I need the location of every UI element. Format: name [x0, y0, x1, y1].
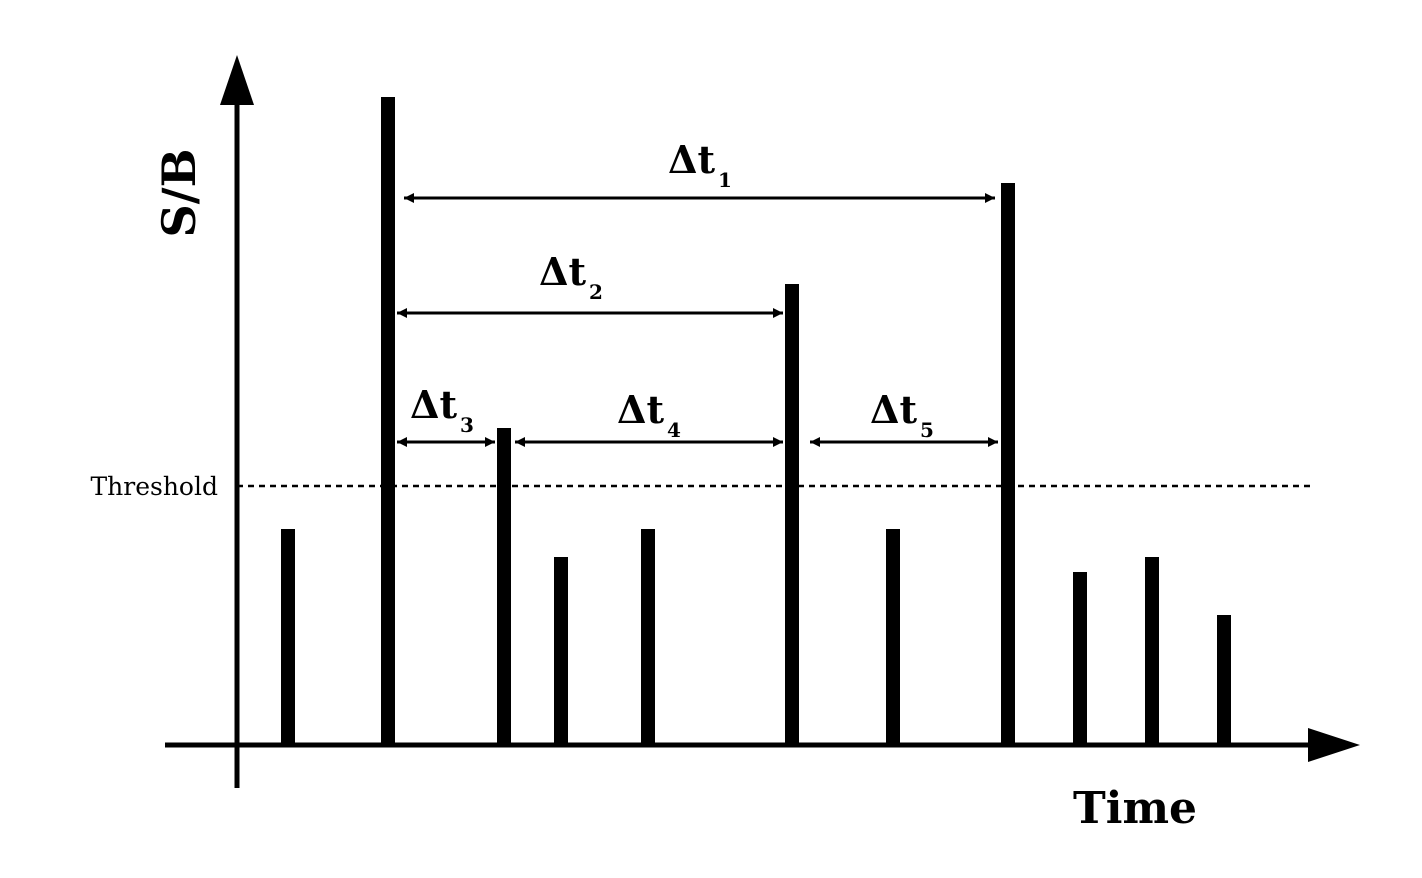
spike-peak-b	[497, 428, 511, 745]
spike	[886, 529, 900, 745]
x-axis-label: Time	[1073, 783, 1197, 834]
interval-label-4-symbol: Δt	[617, 387, 664, 432]
signal-spikes	[281, 97, 1231, 745]
spike	[1073, 572, 1087, 745]
spike-peak-c	[785, 284, 799, 745]
spike	[281, 529, 295, 745]
spike-peak-a	[381, 97, 395, 745]
interval-label-1-sub: 1	[718, 168, 732, 192]
x-axis-arrow-icon	[1308, 728, 1360, 762]
interval-label-3-sub: 3	[460, 413, 474, 437]
interval-label-5-sub: 5	[920, 418, 934, 442]
interval-label-5-symbol: Δt	[870, 387, 917, 432]
threshold-label: Threshold	[90, 472, 218, 501]
spike	[1217, 615, 1231, 745]
spike-peak-d	[1001, 183, 1015, 745]
y-axis-arrow-icon	[220, 55, 254, 105]
interval-label-1-symbol: Δt	[668, 137, 715, 182]
interval-label-2-symbol: Δt	[539, 249, 586, 294]
spike	[641, 529, 655, 745]
interval-arrows	[397, 193, 998, 447]
spike	[554, 557, 568, 745]
interval-label-3-symbol: Δt	[410, 382, 457, 427]
axes	[165, 55, 1360, 788]
interval-label-2-sub: 2	[589, 280, 603, 304]
spike	[1145, 557, 1159, 745]
y-axis-label: S/B	[152, 149, 206, 238]
interval-label-4-sub: 4	[667, 418, 681, 442]
